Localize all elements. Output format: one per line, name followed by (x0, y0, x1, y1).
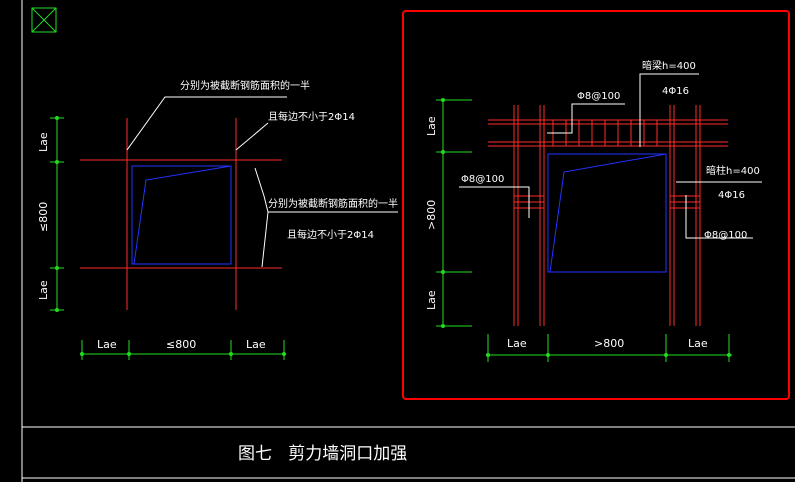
left-note-right: 分别为被截断钢筋面积的一半 (268, 197, 398, 210)
left-dim-h-mid: ≤800 (166, 338, 196, 351)
drawing-frame (21, 0, 795, 482)
right-column-rebars (513, 105, 701, 326)
right-beam-bars: 4Φ16 (662, 86, 689, 97)
left-dim-h-left: Lae (97, 338, 117, 351)
left-opening (131, 165, 232, 265)
right-dim-h-mid: >800 (594, 337, 624, 350)
left-note-top-2: 且每边不小于2Φ14 (268, 110, 355, 123)
right-column-bars: 4Φ16 (718, 190, 745, 201)
right-dim-h-left: Lae (507, 337, 527, 350)
right-leaders (459, 73, 762, 239)
highlight-frame[interactable] (402, 10, 790, 400)
right-detail: 暗梁h=400 4Φ16 Φ8@100 Φ8@100 暗柱h=400 4Φ16 … (425, 59, 762, 362)
right-dim-v-mid: >800 (425, 200, 438, 230)
right-dim-v-bot: Lae (425, 290, 438, 310)
left-leaders (126, 96, 398, 268)
right-stirrup-left: Φ8@100 (461, 174, 504, 185)
left-rebars (80, 118, 282, 310)
left-note-top: 分别为被截断钢筋面积的一半 (180, 79, 310, 92)
right-dim-v-top: Lae (425, 116, 438, 136)
left-dim-v-bot: Lae (37, 280, 50, 300)
left-vertical-dimension (50, 116, 64, 312)
viewport-icon[interactable] (31, 7, 57, 33)
left-dim-h-right: Lae (246, 338, 266, 351)
right-opening (547, 153, 667, 273)
left-detail: 分别为被截断钢筋面积的一半 且每边不小于2Φ14 分别为被截断钢筋面积的一半 且… (37, 79, 398, 360)
left-horizontal-dimension (80, 340, 286, 360)
right-dim-h-right: Lae (688, 337, 708, 350)
right-column-label: 暗柱h=400 (706, 164, 760, 177)
left-dim-v-top: Lae (37, 132, 50, 152)
right-horizontal-dimension (486, 334, 732, 362)
right-beam-rebars (488, 119, 728, 147)
left-note-right-2: 且每边不小于2Φ14 (287, 228, 374, 241)
right-vertical-dimension (436, 98, 472, 328)
right-beam-label: 暗梁h=400 (642, 59, 696, 72)
right-stirrup-top: Φ8@100 (577, 91, 620, 102)
left-dim-v-mid: ≤800 (37, 202, 50, 232)
right-stirrup-right: Φ8@100 (704, 230, 747, 241)
drawing-title: 图七 剪力墙洞口加强 (238, 444, 407, 464)
